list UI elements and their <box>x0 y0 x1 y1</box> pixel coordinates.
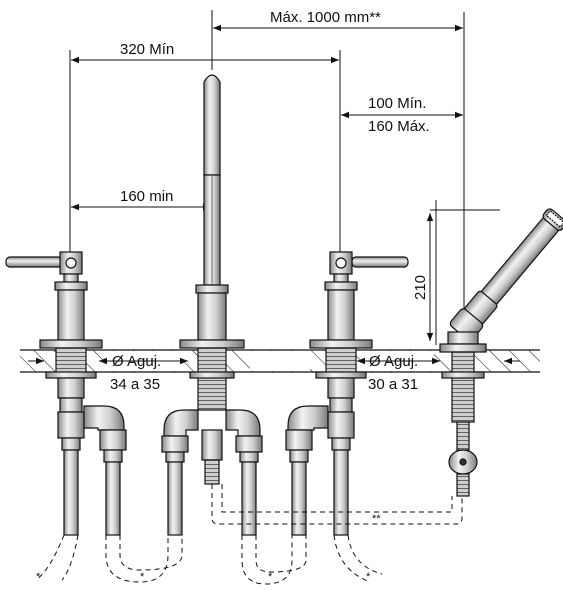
dashed-hose-paths <box>35 484 463 585</box>
dimension-lines <box>69 10 500 350</box>
shower-spacing-min-label: 100 Mín. <box>368 95 426 112</box>
shower-spacing-max-label: 160 Máx. <box>368 118 430 135</box>
hole-right-label: Ø Aguj. <box>369 353 418 370</box>
hole-left-range: 34 a 35 <box>110 376 160 393</box>
flexible-supply-pipes <box>57 397 355 536</box>
footnote-mark-3: * <box>268 571 273 583</box>
footnote-mark-2: * <box>140 571 145 583</box>
footnote-mark-double: ** <box>372 513 381 525</box>
footnote-mark-4: * <box>366 571 371 583</box>
max-hose-length-label: Máx. 1000 mm** <box>270 9 381 26</box>
valve-right <box>309 251 409 399</box>
spacing-min-label: 320 Mín <box>120 41 174 58</box>
handshower-height-label: 210 <box>412 275 429 300</box>
footnote-mark-1: * <box>36 571 41 583</box>
hole-right-range: 30 a 31 <box>368 376 418 393</box>
lever-handle-right <box>351 256 409 268</box>
hole-left-label: Ø Aguj. <box>112 353 161 370</box>
valve-left <box>5 251 103 399</box>
spout <box>179 74 245 411</box>
spout-offset-label: 160 min <box>120 188 173 205</box>
handshower <box>439 208 563 497</box>
lever-handle-left <box>5 256 63 268</box>
